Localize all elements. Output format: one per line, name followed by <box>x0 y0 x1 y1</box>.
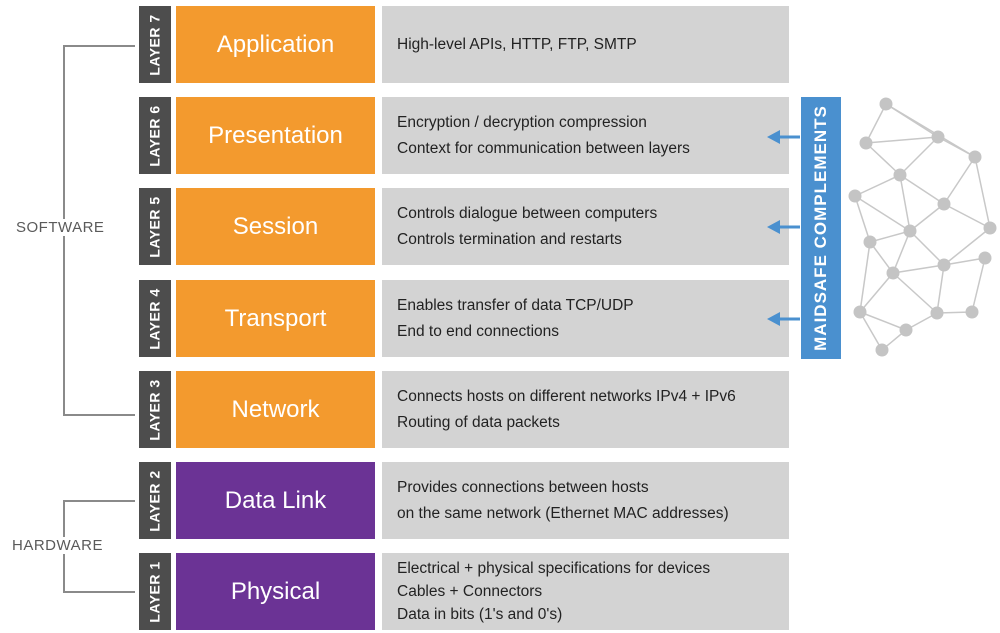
layer-1-description: Electrical + physical specifications for… <box>382 553 789 630</box>
software-label: SOFTWARE <box>12 219 109 236</box>
layer-6-line-2: Context for communication between layers <box>397 139 690 157</box>
layer-5-line-1: Controls dialogue between computers <box>397 204 658 222</box>
layer-3-description: Connects hosts on different networks IPv… <box>382 371 789 448</box>
layer-5-line-2: Controls termination and restarts <box>397 230 622 248</box>
layer-7-tag: LAYER 7 <box>139 6 171 83</box>
hardware-label: HARDWARE <box>8 537 107 554</box>
layer-4-description: Enables transfer of data TCP/UDP End to … <box>382 280 789 357</box>
layer-6-line-1: Encryption / decryption compression <box>397 113 647 131</box>
layer-4-line-1: Enables transfer of data TCP/UDP <box>397 296 634 314</box>
layer-6-description: Encryption / decryption compression Cont… <box>382 97 789 174</box>
layer-4-name: Transport <box>176 280 375 357</box>
layer-7-name: Application <box>176 6 375 83</box>
maidsafe-complements-banner: MAIDSAFE COMPLEMENTS <box>801 97 841 359</box>
maidsafe-complements-label: MAIDSAFE COMPLEMENTS <box>811 105 831 351</box>
layer-2-line-2: on the same network (Ethernet MAC addres… <box>397 504 729 522</box>
layer-2-name: Data Link <box>176 462 375 539</box>
layer-3-name: Network <box>176 371 375 448</box>
layer-6-name: Presentation <box>176 97 375 174</box>
layer-2-line-1: Provides connections between hosts <box>397 478 649 496</box>
layer-1-line-3: Data in bits (1's and 0's) <box>397 606 563 623</box>
layer-2-tag: LAYER 2 <box>139 462 171 539</box>
layer-4-line-2: End to end connections <box>397 322 560 340</box>
layer-7-description: High-level APIs, HTTP, FTP, SMTP <box>382 6 789 83</box>
layer-1-tag: LAYER 1 <box>139 553 171 630</box>
layer-7-line-1: High-level APIs, HTTP, FTP, SMTP <box>397 35 637 53</box>
layer-3-line-2: Routing of data packets <box>397 413 560 431</box>
left-arrow-icon <box>767 130 800 326</box>
layer-3-line-1: Connects hosts on different networks IPv… <box>397 387 736 405</box>
layer-5-name: Session <box>176 188 375 265</box>
layer-1-line-2: Cables + Connectors <box>397 583 543 600</box>
layer-1-line-1: Electrical + physical specifications for… <box>397 560 711 577</box>
layer-4-tag: LAYER 4 <box>139 280 171 357</box>
layer-3-tag: LAYER 3 <box>139 371 171 448</box>
layer-5-tag: LAYER 5 <box>139 188 171 265</box>
layer-6-tag: LAYER 6 <box>139 97 171 174</box>
layer-5-description: Controls dialogue between computers Cont… <box>382 188 789 265</box>
layer-2-description: Provides connections between hosts on th… <box>382 462 789 539</box>
layer-1-name: Physical <box>176 553 375 630</box>
